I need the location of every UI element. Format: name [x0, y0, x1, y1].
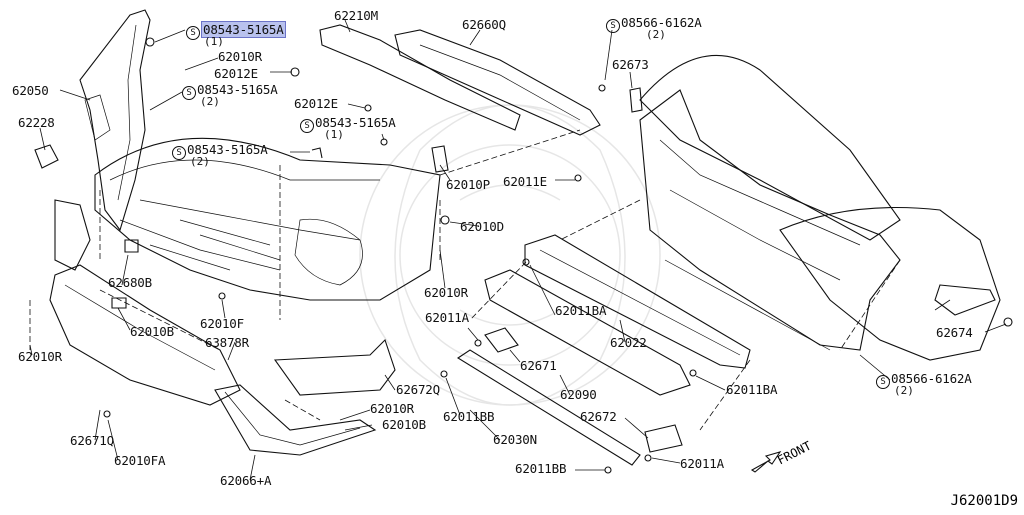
- leader-lines: [29, 19, 1007, 481]
- callout-c31[interactable]: 62011BB: [443, 409, 495, 424]
- callout-c22[interactable]: 63878R: [205, 335, 249, 350]
- radiator-core-support[interactable]: [639, 89, 901, 351]
- callout-c25[interactable]: 62022: [610, 335, 647, 350]
- callout-qty: (2): [200, 95, 220, 108]
- callout-c17[interactable]: 62673: [612, 57, 649, 72]
- callout-qty: (1): [324, 128, 344, 141]
- energy-absorber-62090[interactable]: [484, 269, 691, 396]
- callout-c35[interactable]: 62674: [936, 325, 973, 340]
- bolt-symbol-icon: S: [606, 19, 620, 33]
- callout-c34[interactable]: 62011BA: [726, 382, 778, 397]
- callout-c13[interactable]: 62011E: [503, 174, 547, 189]
- callout-c5[interactable]: 62050: [12, 83, 49, 98]
- callout-c26[interactable]: 62671: [520, 358, 557, 373]
- callout-qty: (2): [646, 28, 666, 41]
- callout-qty: (2): [894, 384, 914, 397]
- fasteners: [103, 37, 1013, 474]
- callout-c8[interactable]: 62210M: [334, 8, 378, 23]
- side-bracket-62050[interactable]: [79, 9, 151, 232]
- callout-c39[interactable]: 62066+A: [220, 473, 272, 488]
- callout-c12[interactable]: 62010P: [446, 177, 490, 192]
- bolt-symbol-icon: S: [186, 26, 200, 40]
- callout-c10[interactable]: 62012E: [294, 96, 338, 111]
- callout-part: 08543-5165A: [197, 82, 278, 97]
- radiator-cover-62660Q[interactable]: [394, 29, 601, 136]
- callout-qty: (1): [204, 35, 224, 48]
- callout-c2[interactable]: 62010R: [218, 49, 262, 64]
- side-duct[interactable]: [54, 199, 91, 271]
- watermark: [359, 104, 661, 406]
- front-bumper-fascia[interactable]: [94, 137, 441, 301]
- diagram-code: J62001D9: [950, 493, 1018, 509]
- callout-c3[interactable]: 62012E: [214, 66, 258, 81]
- lower-beam-62030N[interactable]: [456, 349, 641, 466]
- callout-c40[interactable]: 62011BB: [515, 461, 567, 476]
- front-arrow-icon: [750, 451, 782, 473]
- bracket-62672Q[interactable]: [273, 338, 396, 396]
- callout-c33[interactable]: 62672: [580, 409, 617, 424]
- callout-part: 08566-6162A: [891, 371, 972, 386]
- callout-c15[interactable]: 62010R: [424, 285, 468, 300]
- fog-cover-62228[interactable]: [34, 144, 59, 169]
- callout-part: 08543-5165A: [201, 21, 286, 38]
- callout-c32[interactable]: 62030N: [493, 432, 537, 447]
- callout-c41[interactable]: 62011A: [680, 456, 724, 471]
- bolt-symbol-icon: S: [300, 119, 314, 133]
- callout-part: 08543-5165A: [315, 115, 396, 130]
- callout-c27[interactable]: 62090: [560, 387, 597, 402]
- callout-c23[interactable]: 62011A: [425, 310, 469, 325]
- callout-c20[interactable]: 62010F: [200, 316, 244, 331]
- callout-c28[interactable]: 62672Q: [396, 382, 440, 397]
- bolt-symbol-icon: S: [172, 146, 186, 160]
- callout-c37[interactable]: 62671Q: [70, 433, 114, 448]
- callout-c18[interactable]: 62680B: [108, 275, 152, 290]
- apron-upper[interactable]: [639, 54, 901, 241]
- bracket-62674[interactable]: [934, 284, 996, 316]
- lower-cover-62671Q[interactable]: [49, 264, 241, 406]
- bolt-symbol-icon: S: [876, 375, 890, 389]
- callout-c29[interactable]: 62010R: [370, 401, 414, 416]
- bolt-symbol-icon: S: [182, 86, 196, 100]
- projection-lines: [29, 129, 901, 431]
- lower-spoiler-62066[interactable]: [214, 384, 377, 456]
- callout-c30[interactable]: 62010B: [382, 417, 426, 432]
- fender-right[interactable]: [779, 206, 1001, 361]
- callout-c9[interactable]: 62660Q: [462, 17, 506, 32]
- upper-reinforcement-62210M[interactable]: [319, 24, 521, 131]
- callout-c38[interactable]: 62010FA: [114, 453, 166, 468]
- callout-c24[interactable]: 62011BA: [555, 303, 607, 318]
- callout-part: 08566-6162A: [621, 15, 702, 30]
- callout-c14[interactable]: 62010D: [460, 219, 504, 234]
- callout-part: 08543-5165A: [187, 142, 268, 157]
- callout-qty: (2): [190, 155, 210, 168]
- bracket-62672[interactable]: [644, 424, 683, 453]
- callout-c19[interactable]: 62010B: [130, 324, 174, 339]
- bracket-62671[interactable]: [484, 327, 519, 353]
- callout-c6[interactable]: 62228: [18, 115, 55, 130]
- callout-c21[interactable]: 62010R: [18, 349, 62, 364]
